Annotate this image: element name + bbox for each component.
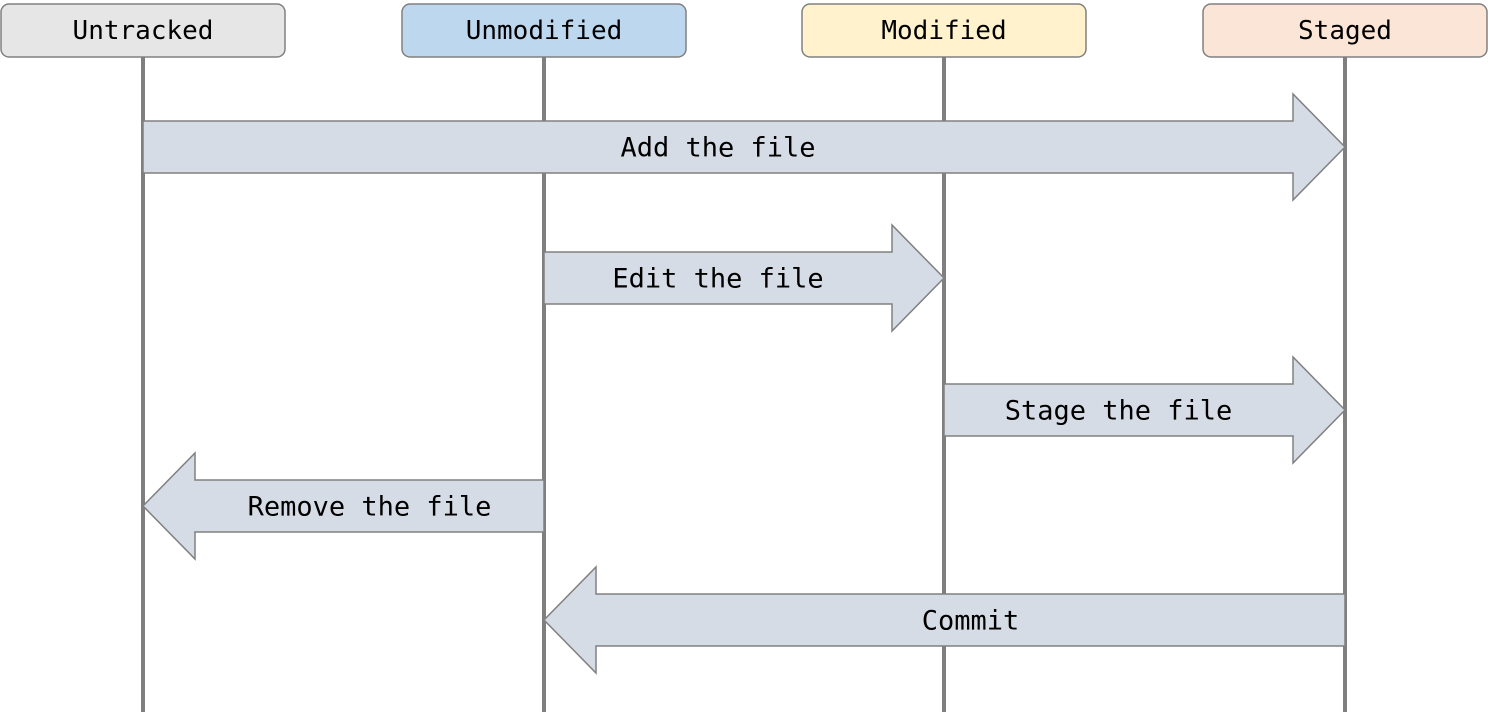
state-modified: Modified bbox=[801, 3, 1087, 58]
state-label: Staged bbox=[1298, 16, 1392, 46]
state-untracked: Untracked bbox=[0, 3, 286, 58]
arrow-shape bbox=[142, 92, 1347, 202]
arrow-stage-the-file: Stage the file bbox=[943, 355, 1347, 465]
state-staged: Staged bbox=[1202, 3, 1488, 58]
state-label: Unmodified bbox=[466, 16, 623, 46]
state-headers: Untracked Unmodified Modified Staged bbox=[0, 3, 1488, 58]
arrow-label: Remove the file bbox=[248, 492, 492, 523]
state-box bbox=[401, 3, 687, 58]
arrow-shape bbox=[943, 355, 1347, 465]
arrow-label: Edit the file bbox=[612, 264, 823, 295]
arrow-shape bbox=[543, 223, 946, 333]
state-unmodified: Unmodified bbox=[401, 3, 687, 58]
state-label: Modified bbox=[881, 16, 1006, 46]
arrow-shape bbox=[542, 565, 1346, 675]
arrow-label: Add the file bbox=[620, 133, 815, 164]
state-box bbox=[801, 3, 1087, 58]
arrow-remove-the-file: Remove the file bbox=[141, 451, 545, 561]
arrow-shape bbox=[141, 451, 545, 561]
arrow-edit-the-file: Edit the file bbox=[543, 223, 946, 333]
arrow-commit: Commit bbox=[542, 565, 1346, 675]
state-label: Untracked bbox=[73, 16, 214, 46]
state-box bbox=[1202, 3, 1488, 58]
arrow-add-the-file: Add the file bbox=[142, 92, 1347, 202]
arrow-label: Stage the file bbox=[1005, 396, 1233, 427]
state-box bbox=[0, 3, 286, 58]
arrow-label: Commit bbox=[922, 606, 1020, 637]
